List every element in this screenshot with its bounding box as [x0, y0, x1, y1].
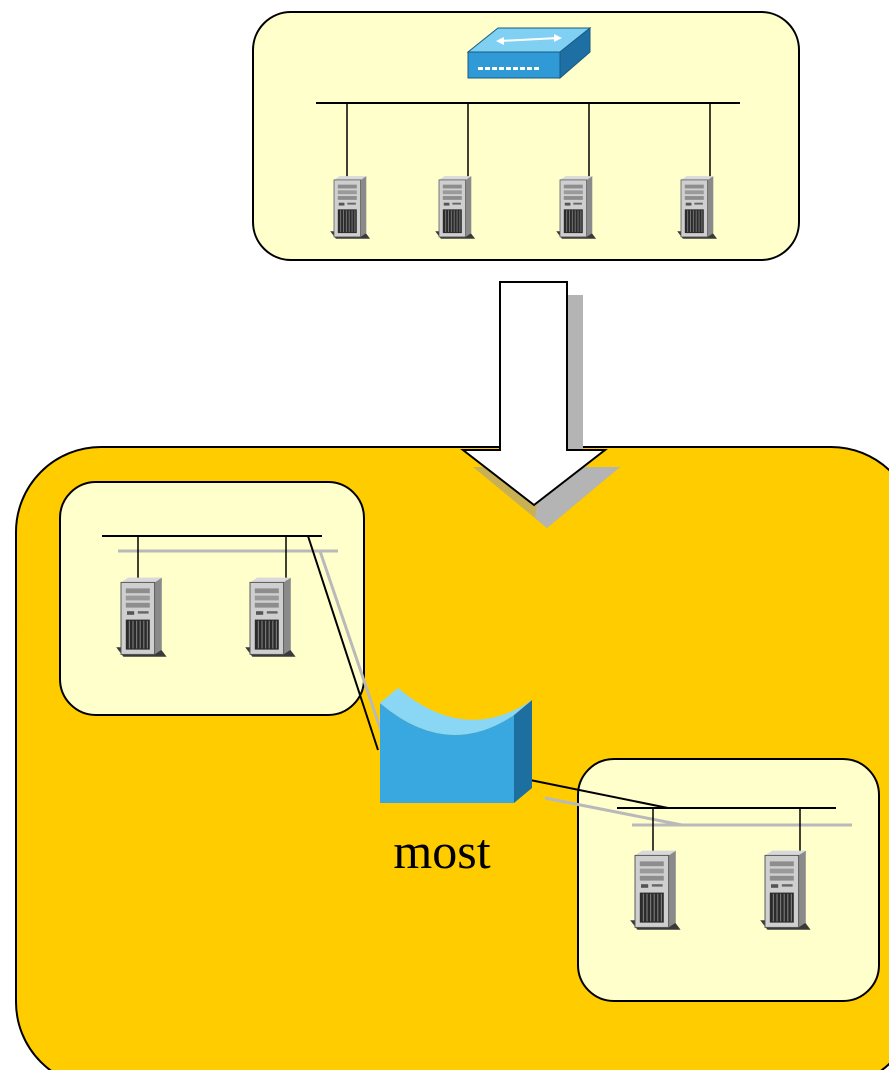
network-switch-icon: [466, 26, 592, 80]
left-segment-box: [59, 481, 365, 716]
server-icon: [555, 175, 597, 240]
server-icon: [629, 849, 682, 931]
server-icon: [759, 849, 812, 931]
right-segment-box: [577, 758, 880, 1002]
server-icon: [434, 175, 476, 240]
server-icon: [329, 175, 371, 240]
right-bridge-cable: [529, 779, 669, 809]
bridge-label: most: [393, 823, 490, 879]
server-icon: [676, 175, 718, 240]
network-bridge-icon: [380, 688, 532, 803]
server-icon: [244, 576, 297, 658]
top-network-box: [252, 11, 800, 261]
left-bridge-cable: [307, 535, 379, 751]
down-arrow-icon: [460, 281, 620, 528]
server-icon: [115, 576, 168, 658]
